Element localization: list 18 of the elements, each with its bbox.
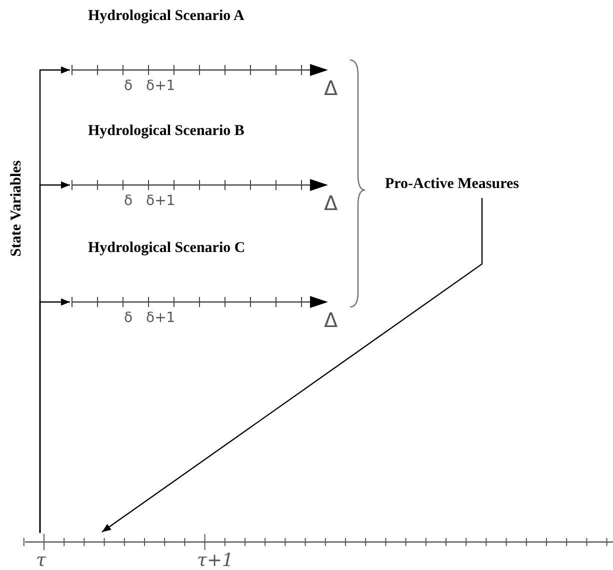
tick-label: δ+1 (146, 193, 176, 209)
horizon-label: Δ (324, 312, 338, 328)
tick-label: δ (124, 78, 133, 94)
tick-label: τ (36, 553, 46, 569)
scenario-title: Hydrological Scenario B (88, 123, 244, 140)
tick-label: τ+1 (197, 553, 234, 569)
horizon-label: Δ (324, 80, 338, 96)
tick-label: δ+1 (146, 310, 176, 326)
horizon-label: Δ (324, 195, 338, 211)
leader-arrow (102, 198, 483, 532)
axis-label: State Variables (8, 159, 26, 259)
tick-label: δ (124, 310, 133, 326)
scenario-title: Hydrological Scenario C (88, 240, 246, 257)
tick-label: δ (124, 193, 133, 209)
tick-label: δ+1 (146, 78, 176, 94)
arrow (39, 298, 70, 533)
scenario-title: Hydrological Scenario A (88, 8, 244, 25)
annotation-text: Pro-Active Measures (385, 176, 519, 193)
